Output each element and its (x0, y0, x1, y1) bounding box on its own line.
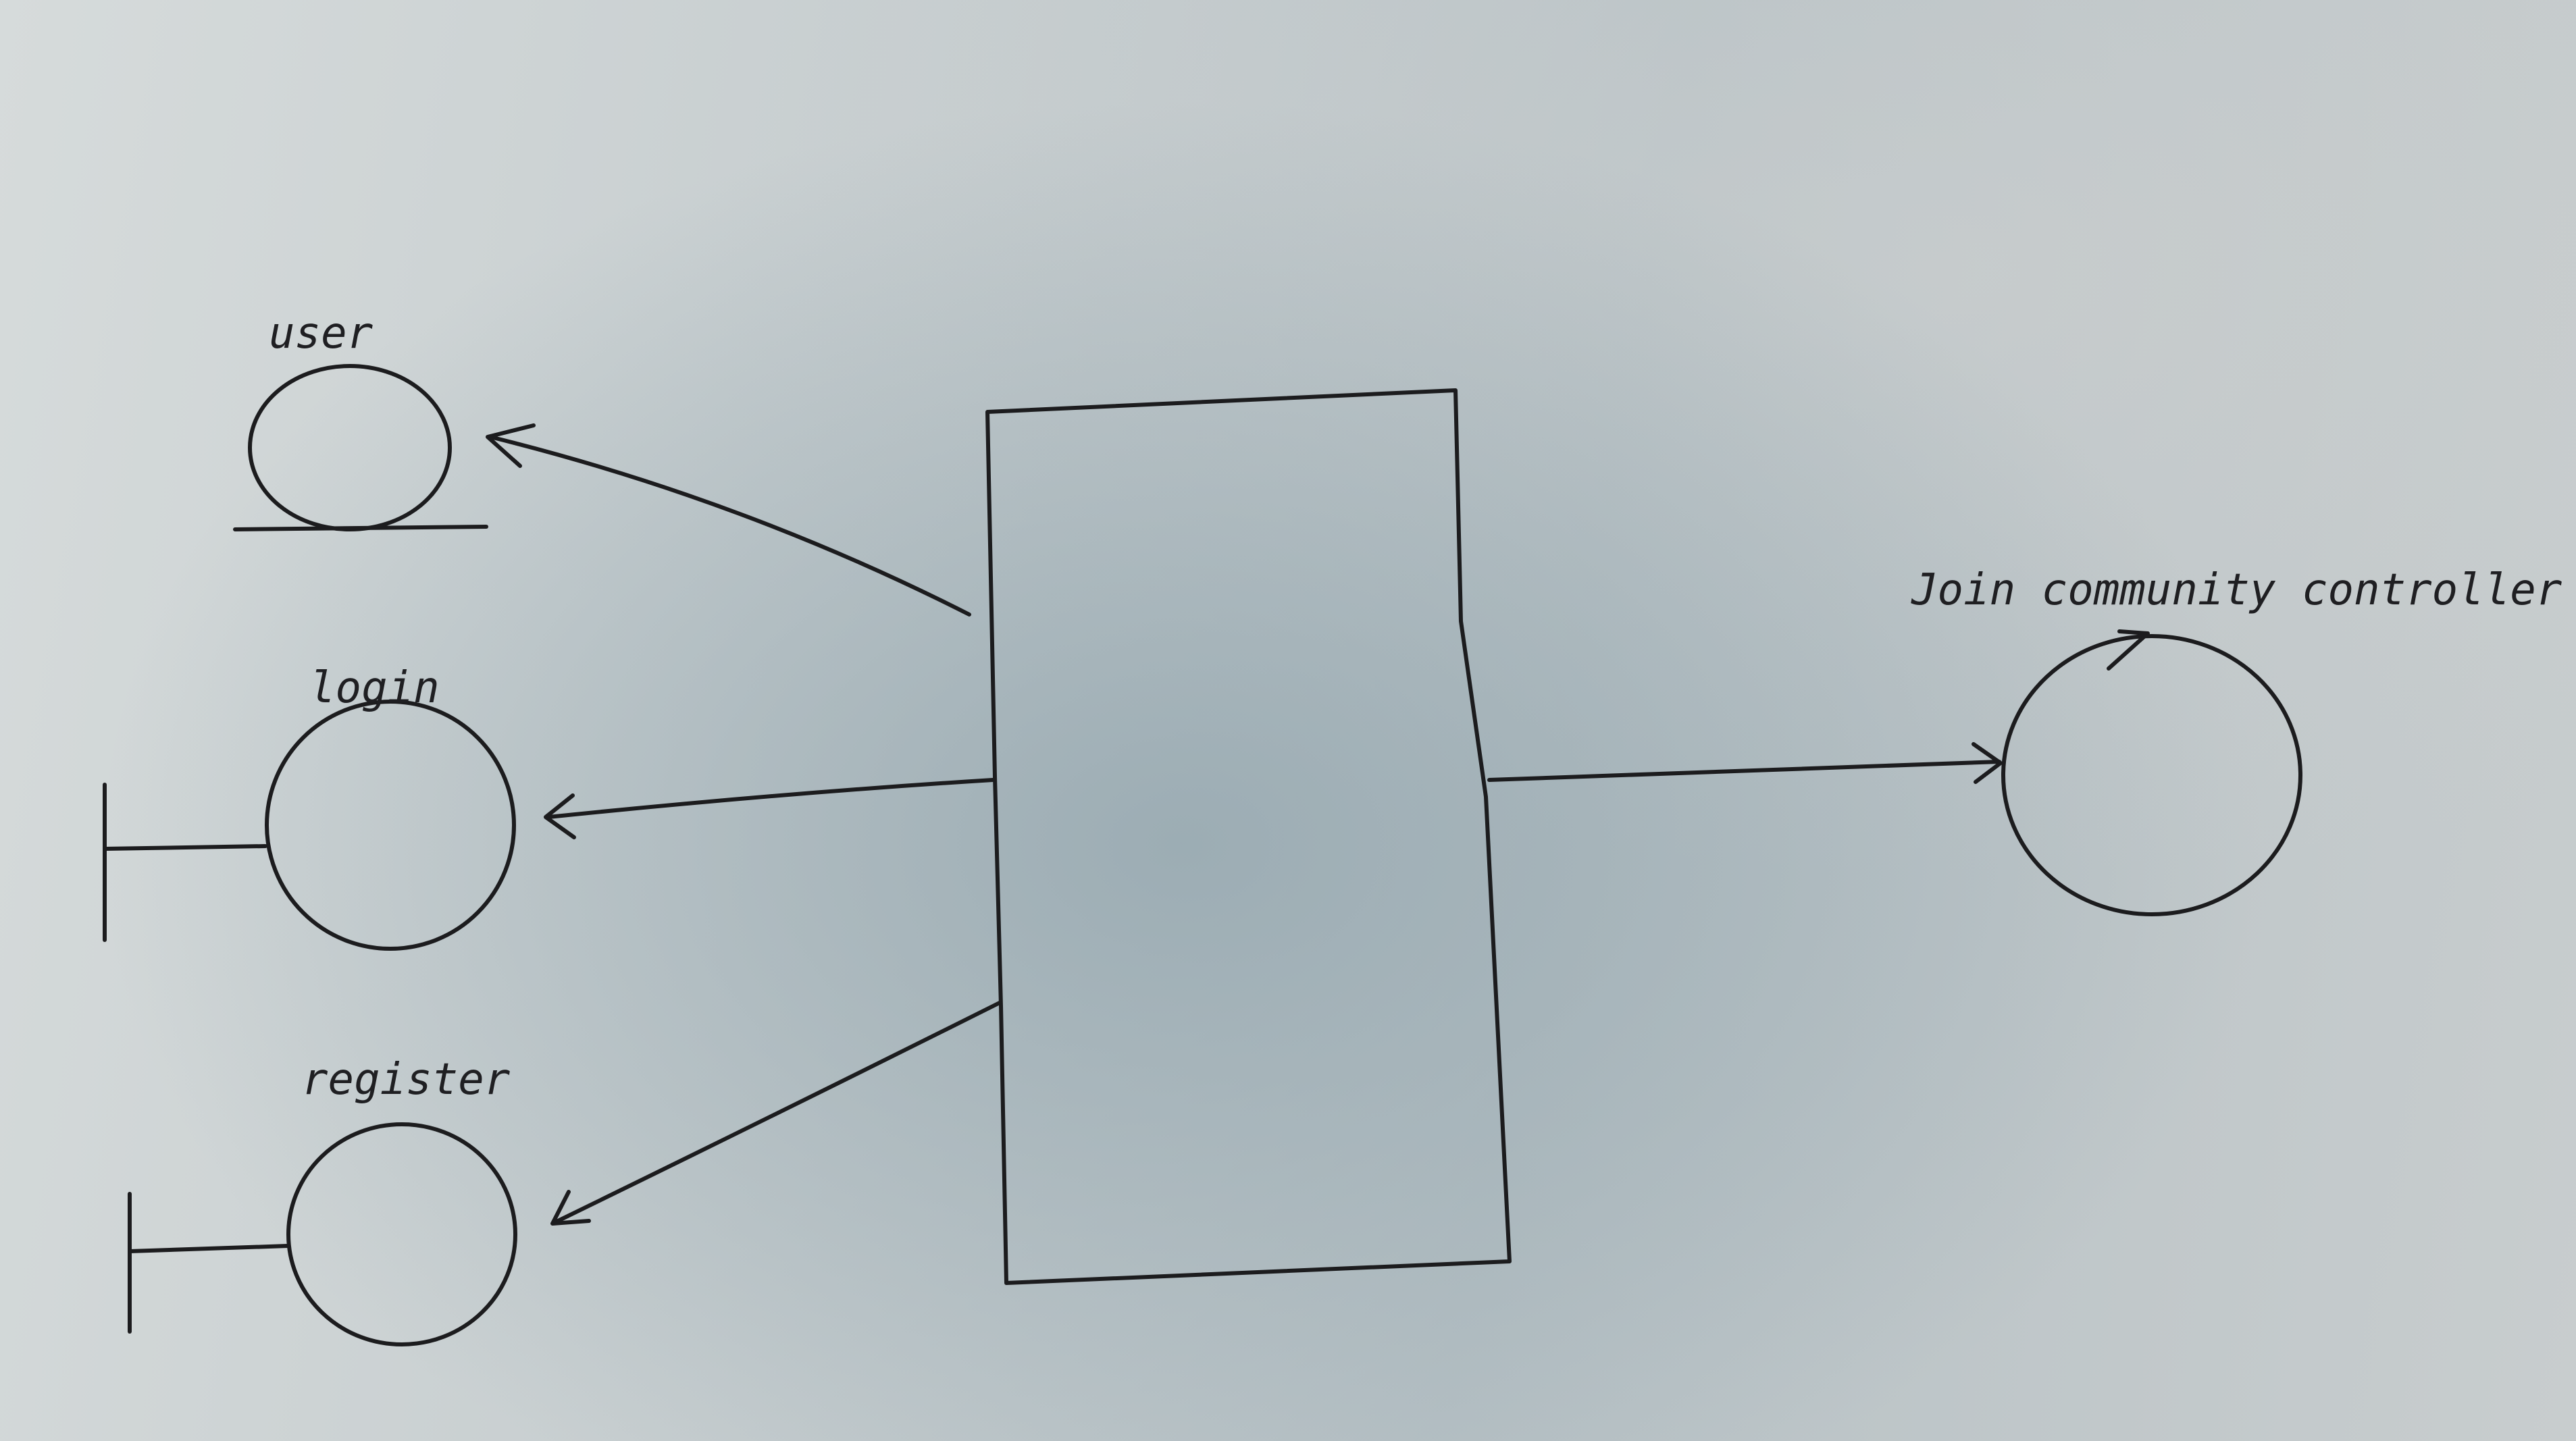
arrow-to-controller-line (1487, 760, 2001, 782)
user-entity: user (233, 309, 488, 531)
central-box (985, 388, 1512, 1285)
controller-arrowhead (2107, 629, 2150, 671)
user-label: user (269, 309, 373, 359)
controller-label: Join community controller (1911, 565, 2562, 615)
arrow-to-register-line (553, 1001, 1002, 1224)
register-label: register (302, 1055, 511, 1105)
arrow-to-login-line (546, 778, 995, 819)
arrow-to-user (486, 423, 971, 617)
arrow-to-controller (1487, 742, 2003, 784)
register-boundary: register (128, 1055, 517, 1346)
arrow-to-user-head (486, 423, 536, 468)
arrow-to-controller-head (1972, 742, 2003, 784)
controller-circle (2001, 634, 2302, 916)
user-entity-underline (233, 525, 488, 531)
login-boundary: login (103, 663, 516, 951)
central-box-outline (985, 388, 1512, 1285)
controller: Join community controller (1911, 565, 2562, 916)
user-entity-circle (248, 364, 452, 531)
login-boundary-circle (265, 700, 516, 951)
arrow-to-login-head (544, 793, 576, 839)
register-boundary-circle (286, 1122, 517, 1346)
arrow-to-user-line (491, 436, 971, 617)
arrow-to-register (550, 1001, 1002, 1226)
login-boundary-connector (103, 844, 267, 851)
arrow-to-login (544, 778, 995, 839)
arrow-to-register-head (550, 1190, 591, 1226)
register-boundary-connector (128, 1244, 290, 1253)
login-label: login (309, 663, 440, 713)
